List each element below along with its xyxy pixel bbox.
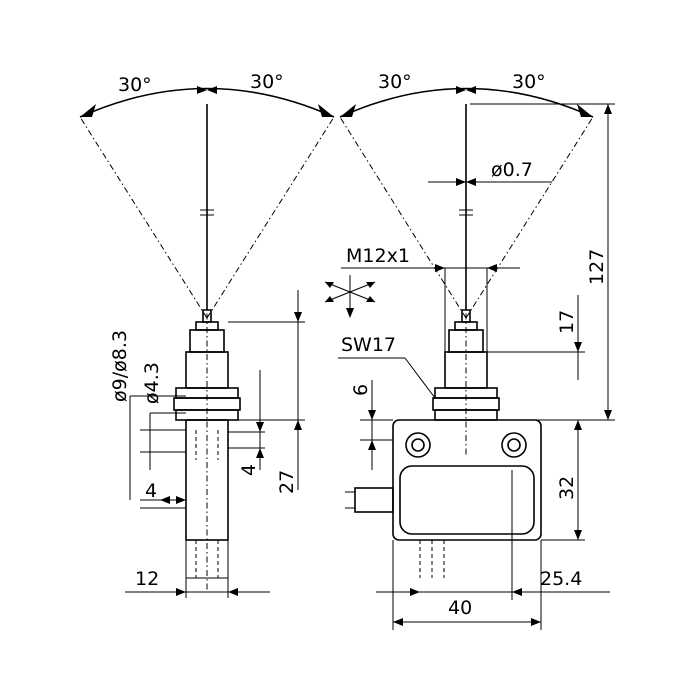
label-dim-6: 6 (350, 384, 372, 396)
left-switch-body (173, 300, 241, 590)
label-angle-left-view-right: 30° (250, 71, 284, 93)
right-switch-body (345, 300, 542, 578)
label-dim-127: 127 (586, 249, 608, 285)
left-actuator-wire (200, 104, 214, 323)
label-dim-27: 27 (276, 470, 298, 494)
label-dim-4-right: 4 (238, 464, 260, 476)
dimension-labels: 30° 30° 30° 30° ø0.7 M12x1 SW17 ø9/ø8.3 … (109, 71, 608, 619)
deflection-direction-symbol (324, 275, 376, 318)
right-actuator-wire (459, 104, 473, 323)
label-dim-40: 40 (448, 597, 472, 619)
label-dim-12: 12 (135, 568, 159, 590)
label-bushing-diameters: ø9/ø8.3 (109, 330, 131, 402)
label-angle-left-view-left: 30° (118, 74, 152, 96)
label-wrench-size: SW17 (341, 334, 396, 356)
left-view (79, 86, 335, 598)
left-dimensions (125, 290, 305, 598)
label-angle-right-view-right: 30° (512, 71, 546, 93)
label-dim-25-4: 25.4 (540, 568, 582, 590)
label-angle-right-view-left: 30° (378, 71, 412, 93)
label-dim-32: 32 (556, 476, 578, 500)
label-wire-diameter: ø0.7 (491, 159, 533, 181)
label-inner-diameter: ø4.3 (141, 362, 163, 404)
label-dim-17: 17 (556, 310, 578, 334)
label-dim-4-left: 4 (145, 480, 157, 502)
right-dimensions (338, 103, 615, 630)
right-view (324, 86, 615, 630)
label-thread: M12x1 (346, 245, 410, 267)
left-deflection-cone (79, 86, 335, 319)
